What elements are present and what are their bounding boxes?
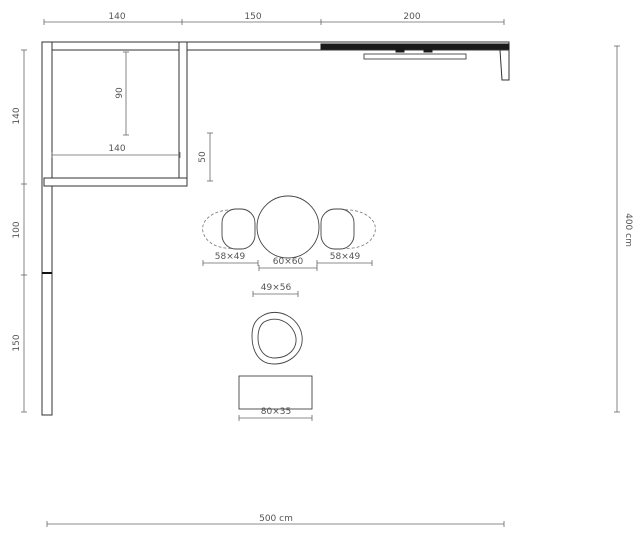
armchair-group: 49×56 (251, 283, 303, 365)
wall-fixture (363, 53, 467, 60)
inner-room-dimensions: 90 140 50 (51, 51, 213, 182)
dim-bench: 80×35 (261, 407, 291, 417)
dim-right-chair: 58×49 (330, 252, 361, 262)
dim-left-chair: 58×49 (215, 252, 246, 262)
right-dimension: 400 cm (614, 45, 633, 413)
dim-left-bottom: 150 (12, 334, 22, 351)
dim-right-total: 400 cm (623, 213, 633, 247)
inner-room-bottom-wall (43, 177, 188, 187)
dim-bottom-total: 500 cm (259, 514, 293, 524)
right-chair (320, 208, 355, 250)
left-wall (41, 41, 53, 416)
left-chair (221, 208, 256, 250)
top-wall-solid-segment (320, 43, 510, 50)
dim-left-mid: 100 (12, 221, 22, 238)
bench (238, 375, 313, 410)
dim-table: 60×60 (273, 257, 304, 267)
right-wall-stub (499, 49, 510, 81)
dim-left-top: 140 (12, 107, 22, 124)
inner-room-right-wall (178, 41, 188, 187)
bottom-dimension: 500 cm (46, 514, 505, 527)
armchair-seat (257, 318, 297, 359)
round-table (256, 195, 320, 259)
left-chair-swing (202, 209, 239, 249)
dim-top-left: 140 (108, 12, 125, 22)
dim-inner-vertical: 90 (115, 87, 125, 99)
dim-inner-horizontal: 140 (108, 144, 125, 154)
dim-armchair: 49×56 (261, 283, 292, 293)
dim-top-mid: 150 (244, 12, 261, 22)
dim-gap-vertical: 50 (198, 151, 208, 163)
fixture-bracket-right (423, 45, 433, 53)
fixture-bracket-left (395, 45, 405, 53)
left-dimension: 140 100 150 (12, 49, 27, 413)
dining-set: 58×49 60×60 58×49 (202, 195, 376, 271)
right-chair-swing (339, 209, 376, 249)
dim-top-right: 200 (403, 12, 420, 22)
walls (41, 41, 510, 416)
top-dimension: 140 150 200 (43, 12, 505, 25)
bench-group: 80×35 (238, 375, 313, 421)
